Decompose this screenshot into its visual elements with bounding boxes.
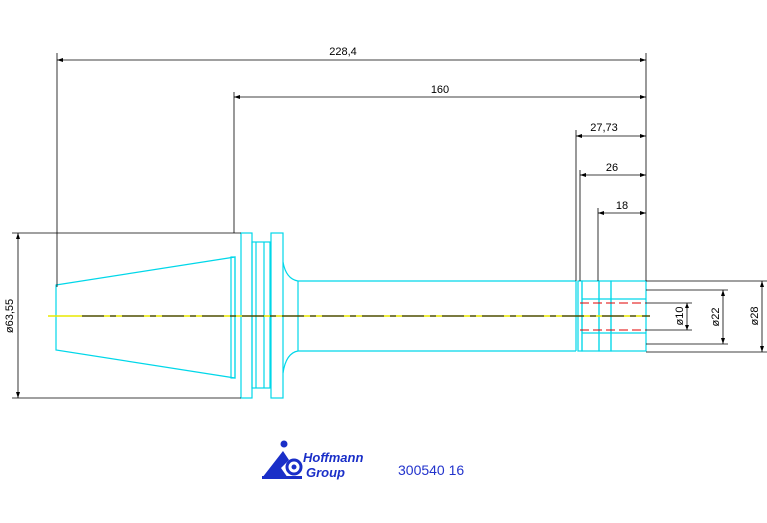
taper-cone [55, 256, 236, 379]
flange-ring-2 [251, 241, 271, 389]
dim-27-73: 27,73 [590, 122, 618, 134]
dim-shank-length: 160 [431, 84, 449, 96]
hoffmann-group-logo-icon [262, 440, 303, 479]
logo-line-1: Hoffmann [303, 450, 363, 465]
hidden-bore-lines [580, 302, 646, 331]
dim-overall-length: 228,4 [329, 46, 357, 58]
dim-bore-diameter: ø10 [674, 307, 686, 326]
dimensions [12, 53, 767, 399]
dim-flange-diameter: ø63,55 [4, 299, 16, 333]
hoffmann-group-logo: Hoffmann Group [262, 440, 363, 480]
part-number: 300540 16 [398, 462, 464, 478]
neck [282, 261, 576, 374]
dim-26: 26 [606, 162, 618, 174]
dim-18: 18 [616, 200, 628, 212]
dim-outer-diameter: ø28 [749, 307, 761, 326]
logo-line-2: Group [306, 465, 345, 480]
dimension-arrows [16, 58, 764, 398]
taper-end-face [230, 256, 236, 379]
dim-inner-diameter: ø22 [710, 308, 722, 327]
